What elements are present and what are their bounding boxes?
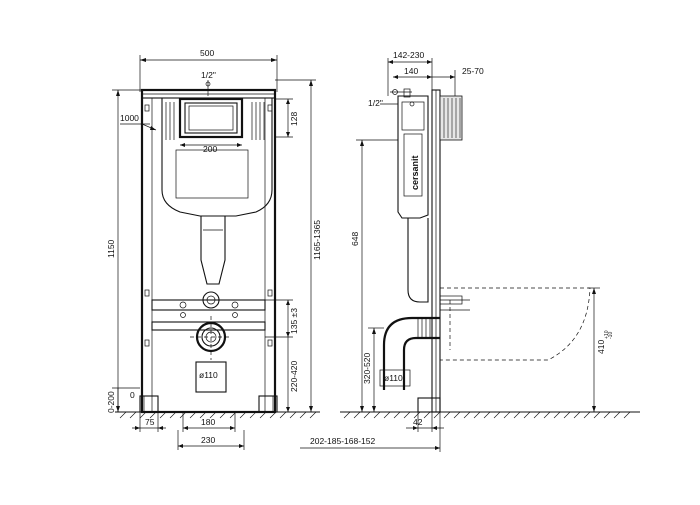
front-view: 500 1/2" [106, 48, 322, 450]
side-wall-gap-label: 25-70 [462, 66, 484, 76]
front-rail-height-label: 1000 [120, 113, 139, 123]
cistern-window [175, 149, 249, 199]
frame-crossbar-upper [151, 299, 266, 311]
front-outlet-height-label: 220-420 [289, 361, 299, 392]
front-foot-adjust-label: 0-200 [106, 391, 116, 413]
side-bowl-tolerance-bottom: -10 [608, 332, 614, 339]
anchor-hatch [443, 98, 461, 138]
side-depth-label: 140 [404, 66, 418, 76]
side-outlet-bend [382, 316, 440, 390]
inlet-connector [202, 291, 220, 309]
side-view: 142-230 140 25-70 cersanit 1/2" [300, 50, 640, 452]
cistern-side [397, 95, 429, 219]
front-total-height-label: 1150 [106, 239, 116, 258]
side-outlet-range-label: 320-520 [362, 353, 372, 384]
floor-hatch-front [119, 411, 317, 419]
front-button-height-label: 128 [289, 112, 299, 126]
front-pipe-spacing-label: 180 [201, 417, 215, 427]
cistern-body [161, 98, 273, 217]
front-width-label: 500 [200, 48, 214, 58]
front-pipe-label: ø110 [199, 370, 218, 380]
side-bowl-height-label: 410 [596, 340, 606, 354]
front-offset-label: 135 ±3 [289, 308, 299, 334]
wc-bowl-outline [440, 287, 591, 361]
side-pipe-label: ø110 [384, 373, 403, 383]
side-depth-range-label: 142-230 [393, 50, 424, 60]
front-adjust-range-label: 1165-1365 [312, 220, 322, 260]
outlet-ribs [417, 318, 431, 338]
cistern-ribs [165, 102, 265, 140]
flush-plate-opening [178, 97, 244, 139]
rail-holes [144, 104, 273, 347]
front-button-width-label: 200 [203, 144, 217, 154]
front-foot-width-label: 75 [145, 417, 155, 427]
side-flush-pipe [407, 218, 429, 303]
side-foot-depth-label: 42 [413, 417, 423, 427]
wall-anchor-block [439, 95, 463, 141]
brand-label: cersanit [410, 155, 420, 190]
side-flush-height-label: 648 [350, 232, 360, 246]
front-thread-label: 1/2" [201, 70, 216, 80]
frame-feet [139, 395, 278, 413]
floor-hatch-side [343, 411, 631, 419]
outlet-cassette [195, 361, 227, 393]
flush-pipe [200, 216, 226, 285]
front-base-width-label: 230 [201, 435, 215, 445]
side-thread-label: 1/2" [368, 98, 383, 108]
bolt-holes [179, 301, 239, 318]
side-foot [417, 397, 441, 413]
front-zero-mark: 0 [130, 390, 135, 400]
side-bowl-tolerance-top: +10 [604, 330, 610, 339]
frame-crossbar-lower [151, 321, 266, 331]
side-depth-variants-label: 202-185-168-152 [310, 436, 375, 446]
